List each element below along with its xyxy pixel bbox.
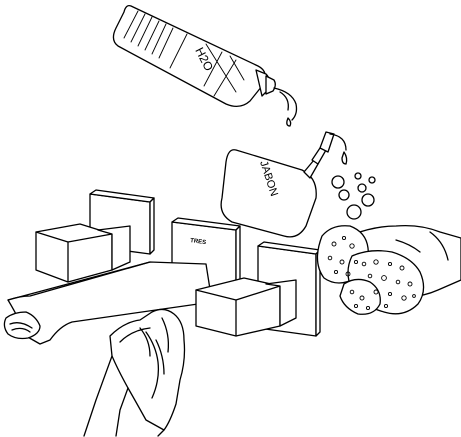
soap-dispenser-icon: JABON bbox=[221, 132, 347, 237]
soap-bubbles bbox=[332, 173, 375, 219]
cleaning-cloth-icon bbox=[84, 309, 185, 436]
sponge-icon bbox=[317, 226, 461, 315]
water-stream bbox=[274, 88, 297, 126]
water-bottle-icon: H2O bbox=[113, 6, 275, 107]
